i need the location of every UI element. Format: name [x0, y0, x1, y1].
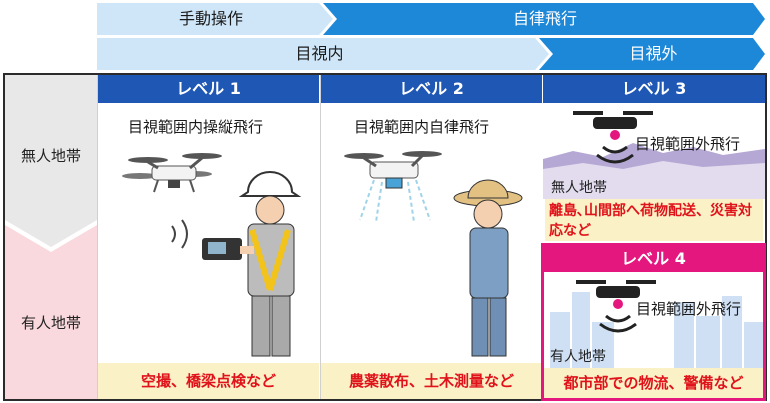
level-3-box: レベル 3 目視範囲外飛行 無人地帯 離島､山間部へ荷物配送、災害対応など [543, 75, 765, 241]
zone-band [5, 75, 97, 399]
level-1-title: 目視範囲内操縦飛行 [128, 118, 264, 136]
operation-arrow-shapes [97, 3, 765, 35]
level-3-example: 離島､山間部へ荷物配送、災害対応など [545, 199, 763, 241]
level-1-header: レベル 1 [98, 75, 319, 103]
manned-zone-label: 有人地帯 [20, 314, 81, 332]
level-4-example: 都市部での物流、警備など [544, 368, 763, 398]
level-3-header: レベル 3 [543, 75, 765, 103]
level-4-illustration [550, 280, 763, 372]
level-2-column: レベル 2 [320, 75, 542, 399]
level-2-header: レベル 2 [321, 75, 542, 103]
drone-icon [576, 280, 656, 333]
manual-operation-label: 手動操作 [178, 9, 243, 28]
unmanned-zone-label: 無人地帯 [20, 147, 81, 165]
operation-mode-arrow: 手動操作 自律飛行 [97, 3, 765, 35]
level-4-title: 目視範囲外飛行 [636, 300, 742, 318]
level-3-zone: 無人地帯 [551, 180, 607, 196]
level-2-illustration [344, 151, 523, 357]
level-1-column: レベル 1 [97, 75, 319, 399]
signal-icon [171, 219, 188, 249]
pilot-figure-icon [202, 171, 302, 357]
city-skyline-icon [550, 292, 763, 372]
visibility-arrow: 目視内 目視外 [97, 38, 765, 70]
spray-drone-icon [344, 151, 442, 223]
within-sight-label: 目視内 [295, 44, 344, 63]
level-3-illustration [543, 111, 765, 199]
level-4-box: レベル 4 目視範囲外飛行 有人地帯 都市部での物流、警備など [541, 243, 766, 401]
visibility-arrow-shapes [97, 38, 765, 70]
level-4-zone: 有人地帯 [550, 349, 606, 365]
level-4-header: レベル 4 [544, 246, 763, 272]
farmer-figure-icon [453, 179, 523, 357]
drone-icon [122, 153, 222, 193]
level-2-example: 農薬散布、土木測量など [321, 363, 542, 399]
level-3-title: 目視範囲外飛行 [635, 135, 741, 153]
level-2-title: 目視範囲内自律飛行 [354, 118, 490, 136]
beyond-sight-label: 目視外 [629, 44, 678, 63]
level-1-example: 空撮、橋梁点検など [98, 363, 319, 399]
level-1-illustration [122, 153, 302, 357]
drone-icon [573, 111, 653, 164]
autonomous-flight-label: 自律飛行 [512, 9, 577, 28]
